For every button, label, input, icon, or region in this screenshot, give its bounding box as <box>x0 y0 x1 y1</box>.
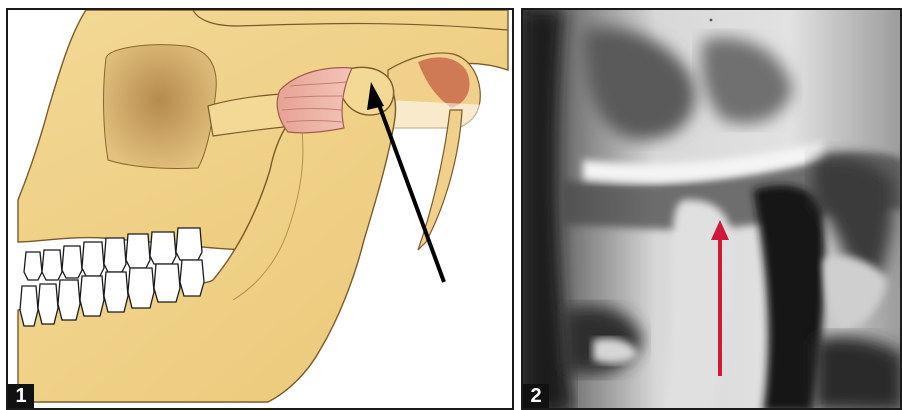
radiograph-panel: 2 <box>521 8 902 410</box>
illustration-panel: 1 <box>6 8 514 410</box>
skull-illustration <box>8 10 514 410</box>
panel-number-1: 1 <box>8 384 34 408</box>
radiograph-image <box>523 10 902 410</box>
panel-number-2: 2 <box>523 384 549 408</box>
eye-orbit <box>104 45 217 169</box>
